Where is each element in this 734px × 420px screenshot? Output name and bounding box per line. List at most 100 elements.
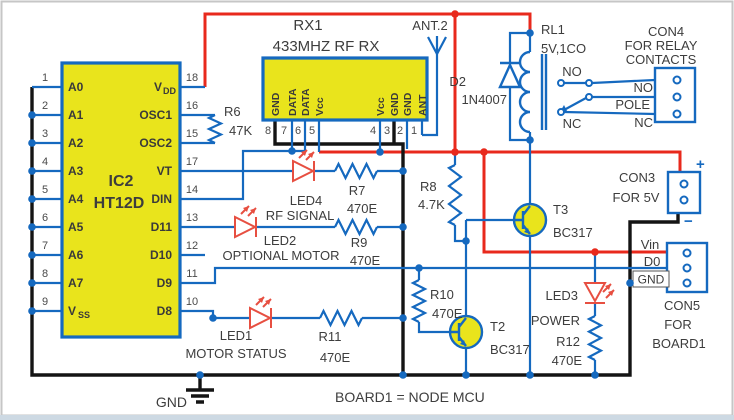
pin-num: 12 — [186, 240, 198, 252]
r7-ref: R7 — [349, 183, 366, 198]
r10-value: 470E — [432, 306, 463, 321]
led2-ref: LED2 — [264, 233, 297, 248]
blue-signal-wires — [32, 31, 667, 375]
pin-label: OSC1 — [139, 108, 172, 122]
net-din-data — [180, 120, 307, 201]
ic2-left-stubs — [32, 85, 62, 313]
r11-value: 470E — [320, 350, 351, 365]
resistor-labels: R6 47K R7 470E R8 4.7K R9 470E R10 470E … — [224, 104, 582, 368]
junction — [196, 371, 204, 379]
t2-emitter-arrow — [460, 340, 466, 346]
pin-num: 17 — [186, 156, 198, 168]
pin-label: A4 — [68, 192, 84, 206]
pin-num: 16 — [186, 100, 198, 112]
con5-board1: Vin D0 GND CON5 FOR BOARD1 — [632, 237, 709, 351]
relay-no-contact — [557, 79, 565, 87]
pin-num: 7 — [42, 240, 48, 252]
led3-ref: LED3 — [545, 288, 578, 303]
pin-label: A2 — [68, 136, 84, 150]
junction — [28, 251, 36, 259]
led1-triangle — [249, 306, 273, 330]
junction — [526, 136, 534, 144]
led3-triangle — [583, 282, 607, 304]
rx1-pin-label: GND — [389, 92, 401, 116]
pin-label: D10 — [150, 248, 172, 262]
con4-line2: FOR RELAY — [625, 38, 698, 53]
t2-symbol — [450, 317, 467, 347]
led2-optional-motor: LED2 OPTIONAL MOTOR — [222, 205, 340, 263]
con3-plus: + — [696, 156, 705, 173]
con3-name: CON3 — [619, 170, 655, 185]
relay-ref: RL1 — [541, 22, 565, 37]
con3-line2: FOR 5V — [613, 190, 660, 205]
led4-arrowhead — [301, 150, 307, 156]
resistor-r9 — [334, 217, 378, 237]
junction — [480, 148, 488, 156]
pin-num: 10 — [186, 296, 198, 308]
con5-line3: BOARD1 — [652, 336, 705, 351]
pin-label: OSC2 — [139, 136, 172, 150]
r7-value: 470E — [347, 201, 378, 216]
pin-num: 2 — [42, 100, 48, 112]
led2-arrowhead — [250, 208, 256, 214]
pin-label: A3 — [68, 164, 84, 178]
r11-ref: R11 — [319, 329, 342, 344]
con5-pin — [682, 248, 692, 258]
black-ground-wires — [30, 87, 680, 404]
ground-label: GND — [156, 394, 187, 410]
con4-wire-no: NO — [634, 80, 654, 95]
wire-rx-ground — [273, 120, 405, 375]
ground-symbol — [186, 375, 214, 404]
bottom-note: BOARD1 = NODE MCU — [335, 389, 485, 405]
ic2-ref: IC2 — [109, 173, 134, 190]
con4-pin — [672, 109, 682, 119]
resistor-r10 — [410, 279, 428, 323]
junction — [526, 29, 534, 37]
resistor-r8 — [446, 164, 463, 226]
pin-num: 9 — [42, 296, 48, 308]
led4-function: RF SIGNAL — [266, 208, 335, 223]
pin-num: 14 — [186, 184, 198, 196]
led1-arrowhead — [258, 297, 264, 303]
pin-label: VT — [157, 164, 173, 178]
rx1-body — [261, 56, 429, 122]
junction — [399, 371, 407, 379]
pin-num: 15 — [186, 128, 198, 140]
transistor-t3: T3 BC317 — [512, 202, 593, 240]
junction — [28, 167, 36, 175]
led4-rf-signal: LED4 RF SIGNAL — [266, 149, 335, 223]
rx1-pin-label: GND — [402, 92, 414, 116]
led2-triangle — [234, 215, 258, 239]
d2-leads — [508, 31, 530, 142]
t3-part: BC317 — [553, 225, 593, 240]
led4-ref: LED4 — [290, 193, 323, 208]
pin-label: A5 — [68, 220, 84, 234]
pin-num: 11 — [186, 268, 197, 280]
con5-gnd-label-box — [632, 270, 670, 288]
junction — [288, 147, 296, 155]
pin-label: V — [154, 80, 162, 94]
r6-value: 47K — [229, 123, 252, 138]
led4-triangle — [292, 159, 316, 183]
resistor-r12 — [586, 315, 604, 361]
junction — [591, 371, 599, 379]
junction — [28, 223, 36, 231]
junction — [399, 314, 407, 322]
con5-name: CON5 — [664, 298, 700, 313]
con3-pin — [679, 179, 689, 189]
pin-label: D8 — [157, 304, 173, 318]
pin-num: 13 — [186, 212, 198, 224]
t3-emitter-arrow — [524, 228, 530, 234]
r9-ref: R9 — [351, 235, 368, 250]
net-t3-base — [464, 218, 514, 318]
led3-arrowhead — [605, 284, 611, 290]
r9-value: 470E — [350, 253, 381, 268]
con4-wire-pole: POLE — [615, 97, 650, 112]
stub-osc — [180, 113, 215, 145]
rx-vcc-gnd-stubs — [317, 120, 409, 152]
resistor-r6 — [206, 114, 224, 144]
red-power-wires — [203, 12, 682, 254]
rx1-pin-label: DATA — [300, 88, 312, 116]
pin-label: D11 — [151, 220, 173, 234]
